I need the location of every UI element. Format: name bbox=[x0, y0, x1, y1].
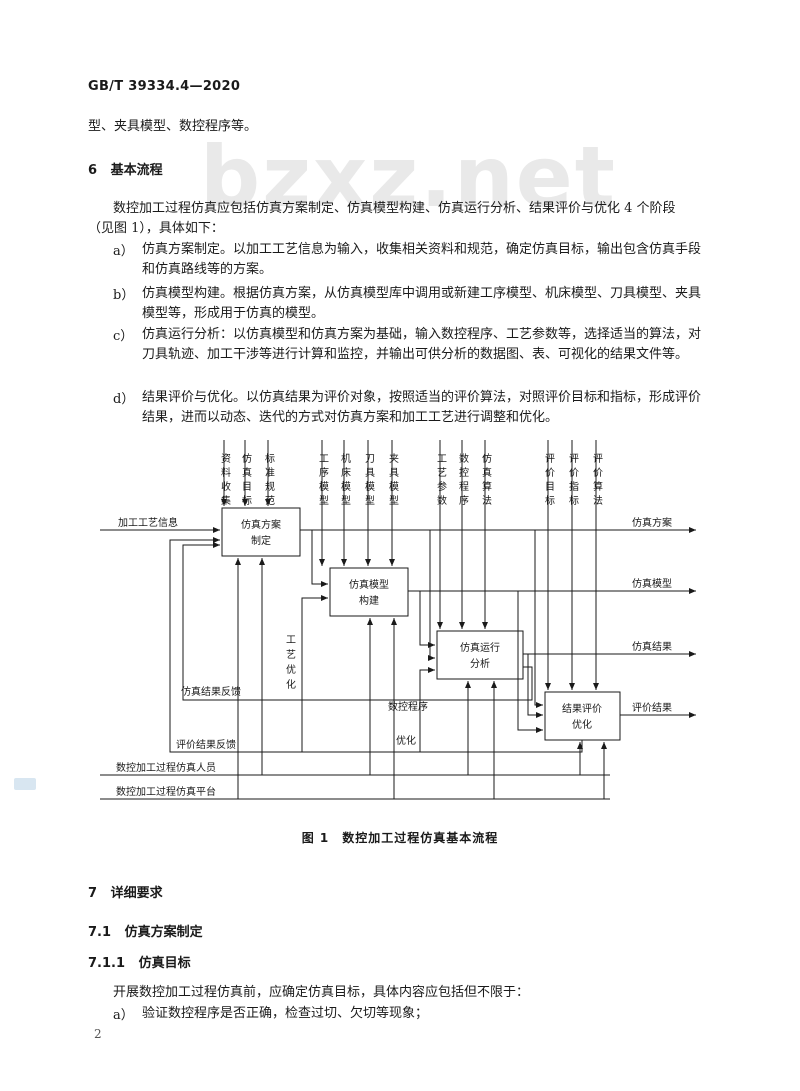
box-plan bbox=[221, 507, 301, 557]
label-fixture-model: 夹具模型 bbox=[387, 452, 399, 509]
list-label: d） bbox=[113, 392, 135, 407]
section-7-1-1-heading: 7.1.1 仿真目标 bbox=[88, 952, 191, 971]
box-model bbox=[329, 567, 409, 617]
label-tool-model: 刀具模型 bbox=[363, 453, 375, 509]
label-standard: 标准规范 bbox=[263, 453, 275, 509]
label-algorithm: 仿真算法 bbox=[480, 452, 492, 509]
section-title: 详细要求 bbox=[110, 886, 163, 901]
side-stamp bbox=[14, 778, 36, 790]
section-6-intro-line2: （见图 1），具体如下： bbox=[88, 221, 224, 236]
label-mechanism-platform: 数控加工过程仿真平台 bbox=[116, 785, 216, 798]
label-params: 工艺参数 bbox=[435, 453, 447, 509]
label-program-opt-1: 数控程序 bbox=[388, 700, 428, 713]
label-feedback-sim: 仿真结果反馈 bbox=[181, 685, 241, 698]
watermark: bzxz.net bbox=[200, 128, 617, 226]
list-text: 验证数控程序是否正确，检查过切、欠切等现象； bbox=[142, 1006, 429, 1021]
list-label: c） bbox=[113, 329, 134, 344]
label-output-result: 仿真结果 bbox=[632, 640, 672, 653]
figure-caption: 图 1 数控加工过程仿真基本流程 bbox=[301, 831, 499, 845]
list-label: a） bbox=[113, 244, 134, 259]
box-eval bbox=[544, 691, 621, 741]
box-plan-label-1: 仿真方案 bbox=[241, 518, 281, 531]
box-eval-label-1: 结果评价 bbox=[562, 702, 602, 715]
standard-code: GB/T 39334.4—2020 bbox=[88, 79, 241, 94]
label-process-model: 工序模型 bbox=[317, 453, 329, 509]
section-title: 仿真目标 bbox=[138, 956, 191, 971]
continuation-text: 型、夹具模型、数控程序等。 bbox=[88, 119, 258, 134]
list-text: 仿真方案制定。以加工工艺信息为输入，收集相关资料和规范，确定仿真目标，输出包含仿… bbox=[142, 242, 702, 277]
section-7-1-1-paragraph: 开展数控加工过程仿真前，应确定仿真目标，具体内容应包括但不限于： bbox=[113, 985, 530, 1000]
label-eval-target: 评价目标 bbox=[543, 453, 555, 509]
label-feedback-eval: 评价结果反馈 bbox=[176, 738, 236, 751]
box-model-label-1: 仿真模型 bbox=[349, 578, 389, 591]
label-program-opt-2: 优化 bbox=[396, 734, 416, 747]
label-mechanism-staff: 数控加工过程仿真人员 bbox=[116, 761, 216, 774]
box-eval-label-2: 优化 bbox=[572, 718, 592, 731]
section-number: 7.1 bbox=[88, 925, 112, 940]
label-machine-model: 机床模型 bbox=[339, 452, 351, 509]
label-eval-algorithm: 评价算法 bbox=[591, 453, 603, 509]
section-number: 6 bbox=[88, 163, 98, 178]
label-target: 仿真目标 bbox=[240, 452, 252, 509]
label-output-plan: 仿真方案 bbox=[632, 516, 672, 529]
page-number: 2 bbox=[94, 1027, 102, 1041]
box-model-label-2: 构建 bbox=[359, 594, 379, 607]
section-7-heading: 7 详细要求 bbox=[88, 882, 163, 901]
box-run bbox=[436, 630, 524, 680]
section-title: 仿真方案制定 bbox=[124, 925, 203, 940]
box-plan-label-2: 制定 bbox=[251, 534, 271, 547]
list-text: 仿真运行分析：以仿真模型和仿真方案为基础，输入数控程序、工艺参数等，选择适当的算… bbox=[142, 327, 702, 362]
label-program: 数控程序 bbox=[457, 452, 469, 509]
section-number: 7 bbox=[88, 886, 98, 901]
label-collect: 资料收集 bbox=[219, 453, 231, 509]
section-6-intro-line1: 数控加工过程仿真应包括仿真方案制定、仿真模型构建、仿真运行分析、结果评价与优化 … bbox=[113, 201, 676, 216]
section-title: 基本流程 bbox=[110, 163, 163, 178]
label-left-input: 加工工艺信息 bbox=[118, 516, 178, 529]
list-label: b） bbox=[113, 288, 135, 303]
list-label: a） bbox=[113, 1008, 134, 1023]
list-text: 结果评价与优化。以仿真结果为评价对象，按照适当的评价算法，对照评价目标和指标，形… bbox=[142, 390, 702, 425]
section-6-heading: 6 基本流程 bbox=[88, 159, 163, 178]
list-text: 仿真模型构建。根据仿真方案，从仿真模型库中调用或新建工序模型、机床模型、刀具模型… bbox=[142, 286, 702, 321]
section-number: 7.1.1 bbox=[88, 956, 126, 971]
label-eval-index: 评价指标 bbox=[567, 453, 579, 509]
box-run-label-1: 仿真运行 bbox=[460, 641, 500, 654]
label-output-eval: 评价结果 bbox=[632, 701, 672, 714]
label-process-opt: 工艺优化 bbox=[284, 634, 296, 694]
box-run-label-2: 分析 bbox=[470, 657, 490, 670]
label-output-model: 仿真模型 bbox=[632, 577, 672, 590]
section-7-1-heading: 7.1 仿真方案制定 bbox=[88, 921, 203, 940]
